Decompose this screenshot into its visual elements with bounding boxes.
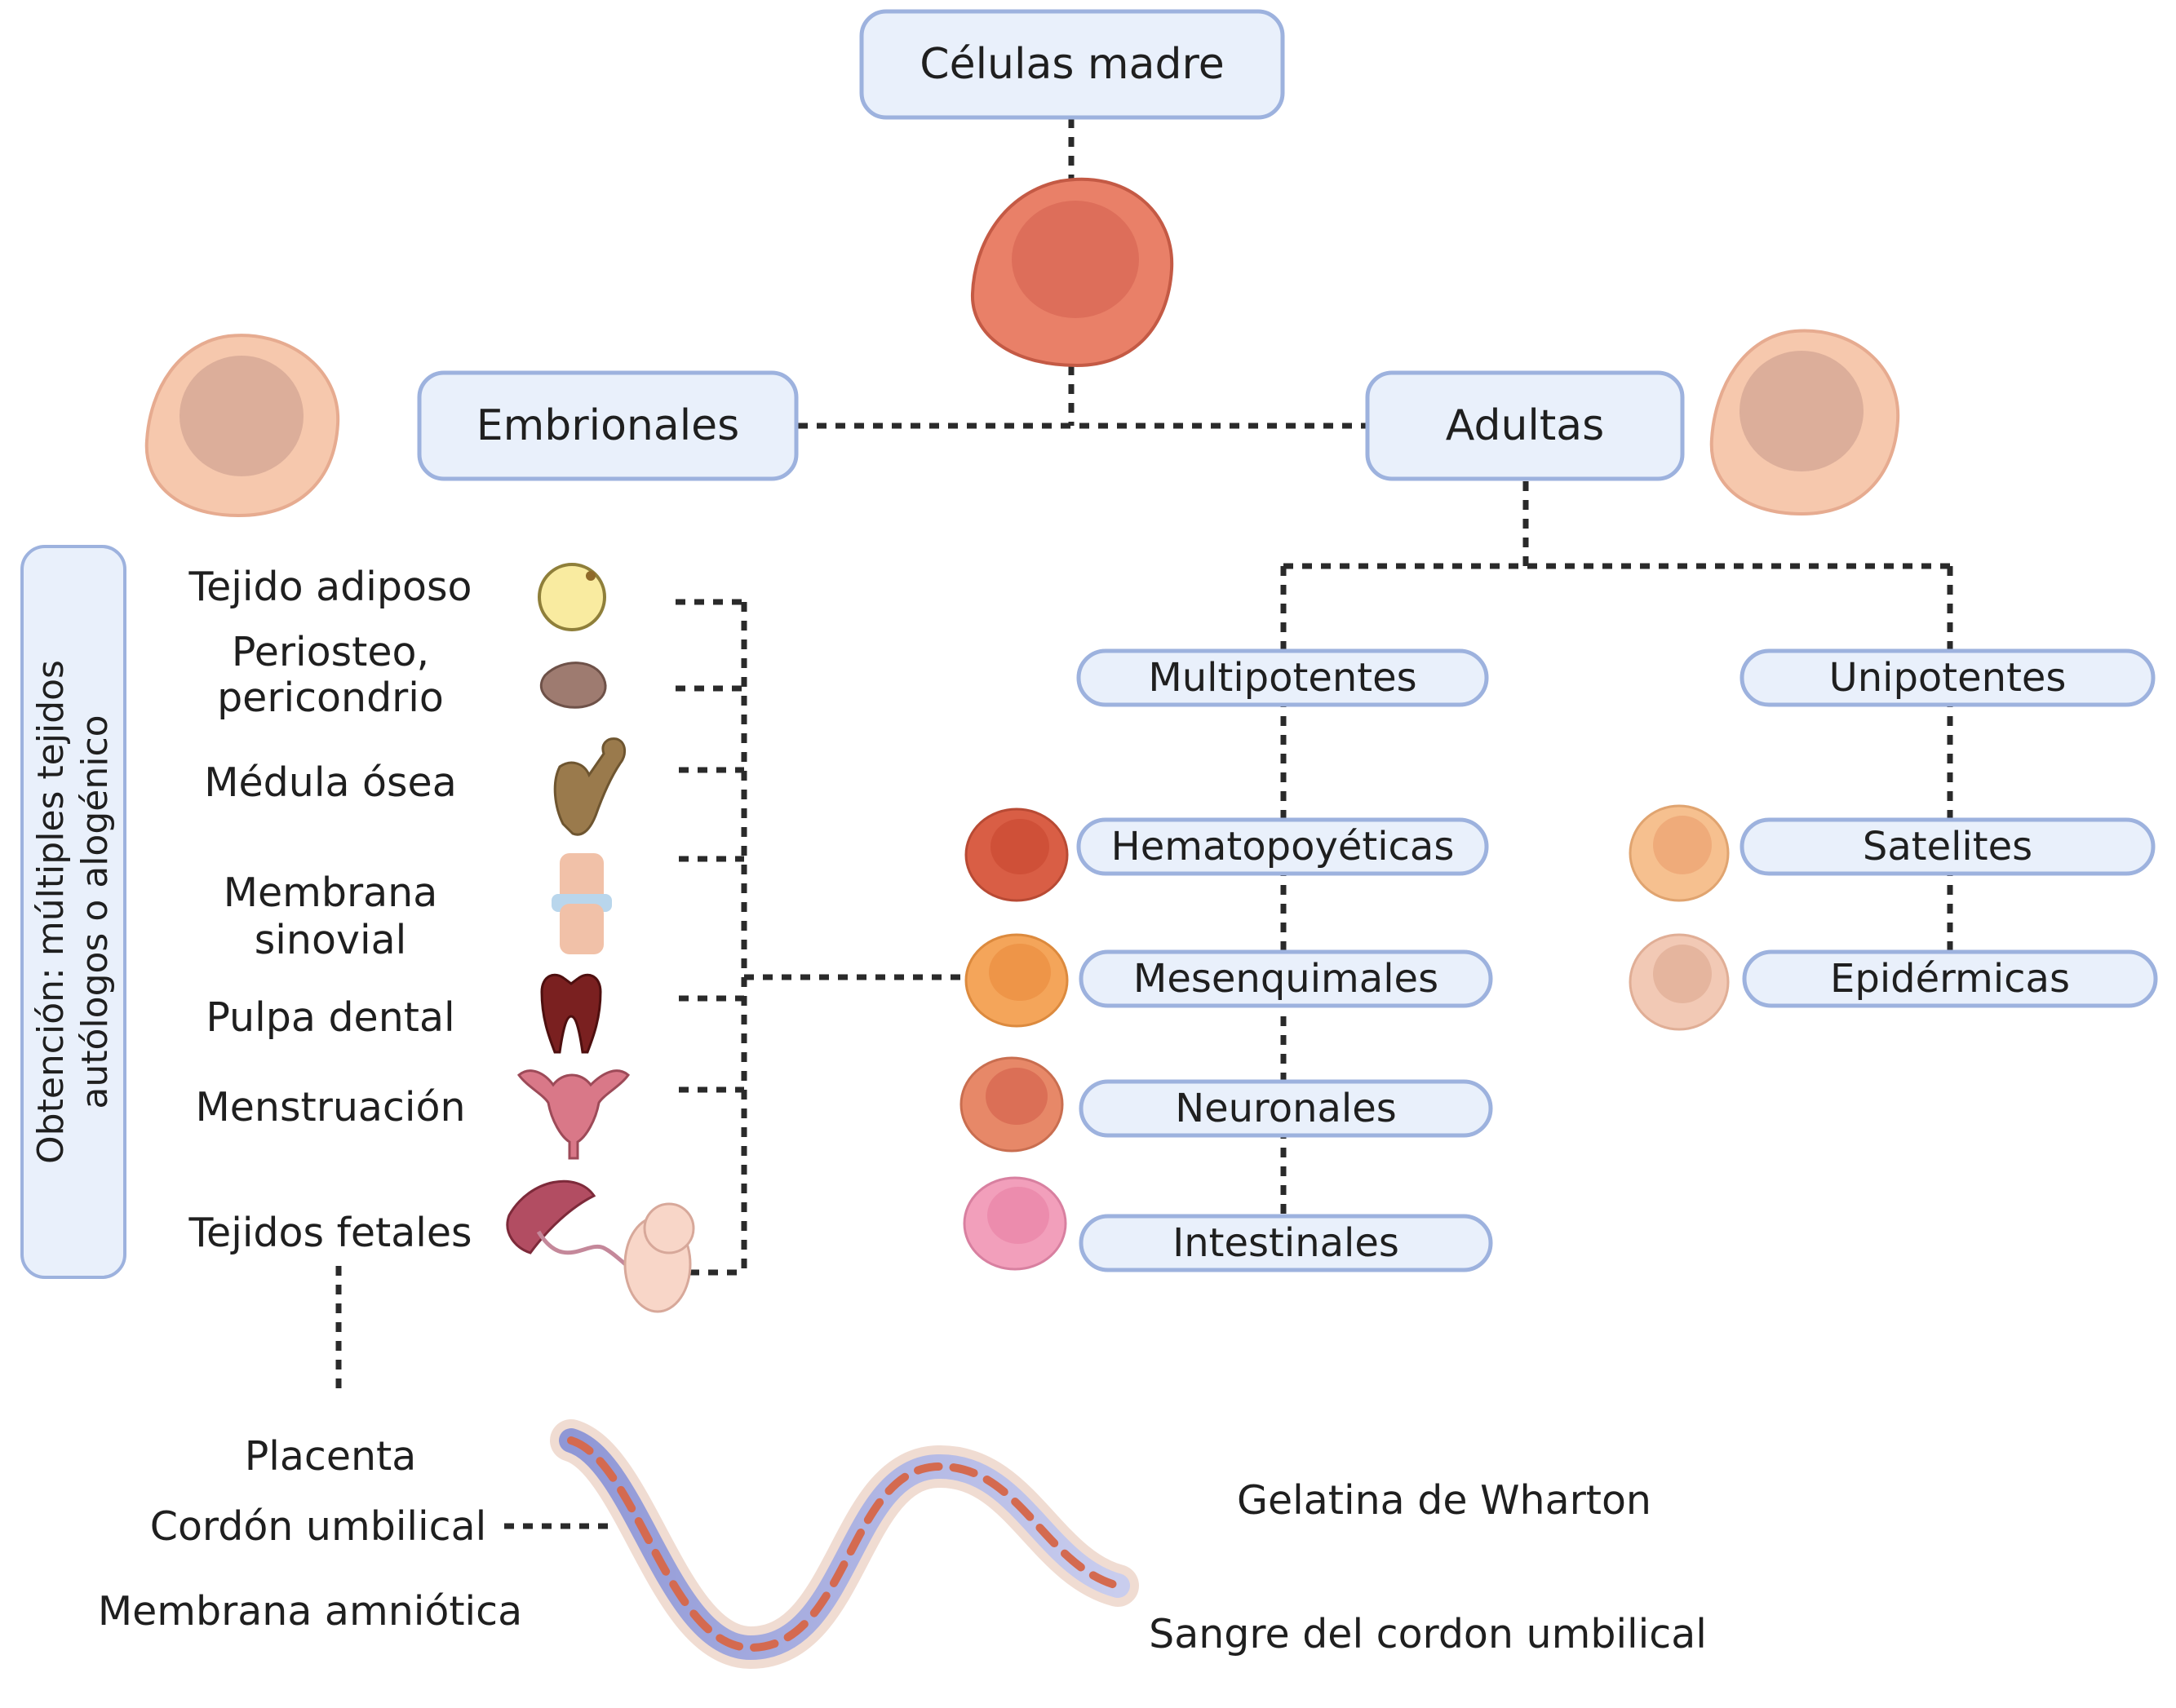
epidermal-cell-icon xyxy=(1629,933,1730,1031)
box-adult: Adultas xyxy=(1365,370,1685,481)
multipotent-label: Multipotentes xyxy=(1148,655,1416,701)
fetal-tissue-icon xyxy=(506,1179,695,1313)
adipose-tissue-icon xyxy=(538,563,606,631)
adult-cell-icon xyxy=(1709,329,1900,516)
root-label: Células madre xyxy=(920,40,1224,89)
source-fetal: Tejidos fetales xyxy=(188,1210,472,1256)
source-adipose: Tejido adiposo xyxy=(188,564,472,610)
adult-label: Adultas xyxy=(1446,401,1604,450)
source-bone-marrow: Médula ósea xyxy=(204,759,457,806)
bone-marrow-icon xyxy=(553,737,626,836)
box-mesenchymal: Mesenquimales xyxy=(1079,949,1493,1008)
satellite-label: Satelites xyxy=(1863,824,2032,869)
box-hematopoietic: Hematopoyéticas xyxy=(1076,817,1489,876)
source-menstruation: Menstruación xyxy=(195,1084,466,1131)
source-periosteum: Periosteo, pericondrio xyxy=(217,629,444,721)
sources-title: Obtención: múltiples tejidos autólogos o… xyxy=(30,660,116,1164)
box-satellite: Satelites xyxy=(1739,817,2156,876)
uterus-icon xyxy=(516,1069,631,1160)
box-embryonic: Embrionales xyxy=(417,370,799,481)
intestinal-label: Intestinales xyxy=(1172,1220,1399,1266)
dental-pulp-icon xyxy=(540,973,602,1054)
cord-blood: Sangre del cordon umbilical xyxy=(1149,1611,1707,1657)
intestinal-cell-icon xyxy=(963,1176,1067,1271)
mesenchymal-label: Mesenquimales xyxy=(1133,956,1438,1002)
cord-wharton-jelly: Gelatina de Wharton xyxy=(1237,1477,1651,1524)
unipotent-label: Unipotentes xyxy=(1829,655,2067,701)
box-intestinal: Intestinales xyxy=(1079,1214,1493,1272)
stem-cell-icon xyxy=(970,177,1174,368)
neuronal-cell-icon xyxy=(959,1056,1064,1153)
box-epidermal: Epidérmicas xyxy=(1742,949,2158,1008)
synovial-membrane-icon xyxy=(552,853,612,954)
hematopoietic-label: Hematopoyéticas xyxy=(1111,824,1455,869)
satellite-cell-icon xyxy=(1629,804,1730,902)
sources-title-box: Obtención: múltiples tejidos autólogos o… xyxy=(20,545,126,1279)
box-neuronal: Neuronales xyxy=(1079,1079,1493,1138)
fetal-umbilical-cord: Cordón umbilical xyxy=(149,1503,487,1550)
source-dental-pulp: Pulpa dental xyxy=(206,994,455,1041)
neuronal-label: Neuronales xyxy=(1175,1086,1397,1131)
box-root: Células madre xyxy=(859,9,1285,120)
fetal-amniotic-membrane: Membrana amniótica xyxy=(97,1588,523,1635)
hematopoietic-cell-icon xyxy=(964,808,1069,902)
embryonic-cell-icon xyxy=(144,334,340,518)
epidermal-label: Epidérmicas xyxy=(1830,956,2070,1002)
box-multipotent: Multipotentes xyxy=(1076,648,1489,707)
source-synovial: Membrana sinovial xyxy=(223,869,438,963)
embryonic-label: Embrionales xyxy=(476,401,740,450)
periosteum-icon xyxy=(539,662,607,709)
umbilical-cord-icon xyxy=(550,1419,1139,1670)
fetal-placenta: Placenta xyxy=(244,1433,417,1480)
mesenchymal-cell-icon xyxy=(964,933,1069,1028)
box-unipotent: Unipotentes xyxy=(1739,648,2156,707)
